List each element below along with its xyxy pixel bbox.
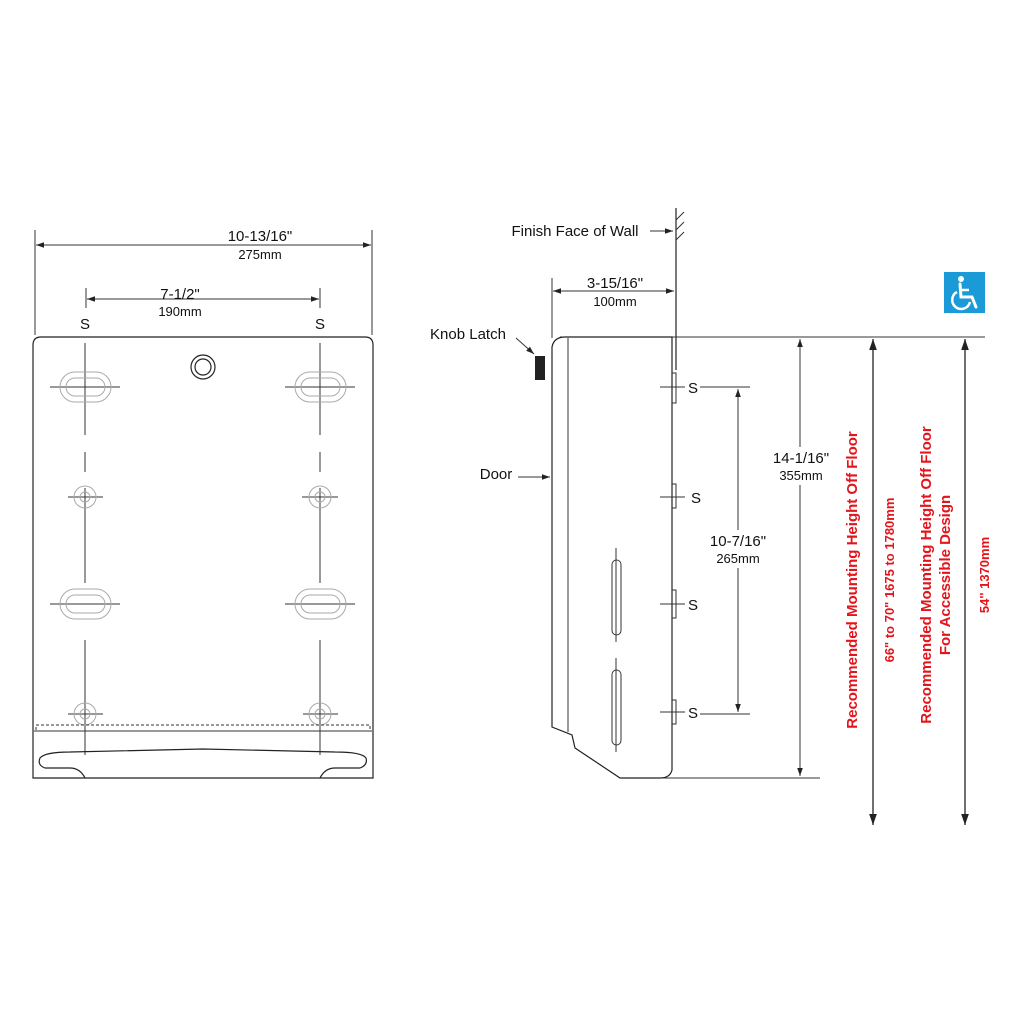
label-bg — [700, 530, 776, 568]
knob-latch — [535, 356, 545, 380]
door-label: Door — [480, 466, 513, 483]
knob-latch-label: Knob Latch — [430, 326, 506, 343]
front-view: 10-13/16" 275mm 7-1/2" 190mm S S — [32, 228, 374, 779]
screw-label: S — [688, 597, 698, 614]
mount-spacing-inches: 7-1/2" — [160, 286, 200, 303]
width-inches: 10-13/16" — [228, 228, 293, 245]
label-bg — [765, 447, 837, 485]
screw-label: S — [315, 316, 325, 333]
screw-span-mm: 265mm — [716, 551, 759, 566]
side-slots — [611, 548, 622, 752]
wheelchair-icon — [944, 272, 985, 313]
mount-spacing-mm: 190mm — [158, 304, 201, 319]
knob-latch — [190, 354, 216, 380]
depth-inches: 3-15/16" — [587, 275, 643, 292]
screw-label: S — [80, 316, 90, 333]
depth-mm: 100mm — [593, 294, 636, 309]
recommended-height-label: Recommended Mounting Height Off Floor — [844, 431, 861, 729]
cabinet-outline — [32, 336, 374, 779]
towel-dispensing-slot — [38, 748, 367, 779]
accessible-height-value: 54'' 1370mm — [977, 537, 992, 613]
screw-label: S — [691, 490, 701, 507]
mounting-heights: Recommended Mounting Height Off Floor 66… — [844, 272, 992, 825]
wall-hatch — [675, 211, 685, 241]
knob-inner — [194, 358, 212, 376]
screw-span-inches: 10-7/16" — [710, 533, 766, 550]
screw-label: S — [688, 380, 698, 397]
screw-marks — [660, 372, 750, 725]
mounting-centerlines — [50, 343, 355, 755]
recommended-height-value: 66" to 70" 1675 to 1780mm — [882, 498, 897, 663]
side-view: Finish Face of Wall 3-15/16" 100mm Knob … — [430, 208, 985, 779]
cabinet-side-outline — [551, 336, 673, 779]
knob-arrow — [515, 337, 535, 355]
accessible-height-label-2: For Accessible Design — [937, 495, 954, 655]
height-inches: 14-1/16" — [773, 450, 829, 467]
height-mm: 355mm — [779, 468, 822, 483]
screw-label: S — [688, 705, 698, 722]
width-mm: 275mm — [238, 247, 281, 262]
keyhole-slots — [59, 371, 347, 726]
accessible-height-label: Recommended Mounting Height Off Floor — [918, 426, 935, 724]
wall-label: Finish Face of Wall — [512, 223, 639, 240]
